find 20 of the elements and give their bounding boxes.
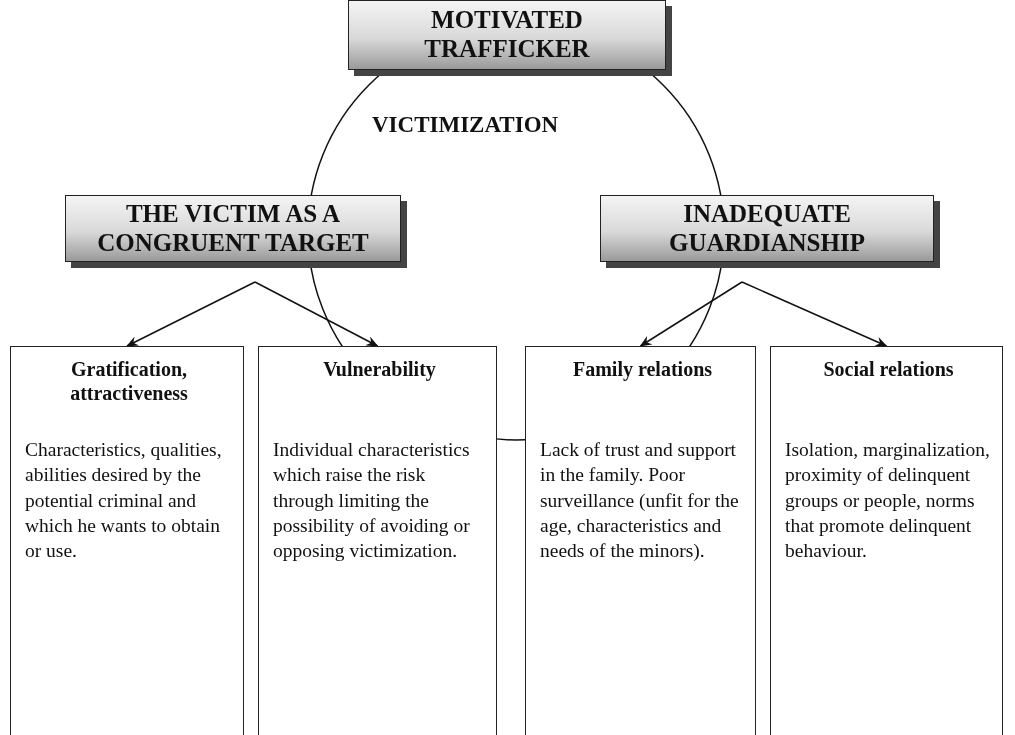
box-title: INADEQUATE GUARDIANSHIP bbox=[668, 199, 866, 258]
box-description: Isolation, marginalization, proximity of delinquent groups or people, norms that promote delinquent behaviour. bbox=[785, 438, 991, 564]
box-title: MOTIVATED TRAFFICKER bbox=[423, 6, 591, 64]
factor-box bbox=[525, 346, 756, 735]
center-label: VICTIMIZATION bbox=[372, 112, 559, 138]
factor-box bbox=[10, 346, 244, 735]
box-description: Individual characteristics which raise the risk through limiting the possibility of avoiding or opposing victimization. bbox=[273, 438, 471, 564]
factor-box bbox=[258, 346, 497, 735]
arrow bbox=[741, 281, 888, 347]
factor-box bbox=[770, 346, 1003, 735]
box-heading: Family relations bbox=[571, 357, 714, 383]
box-heading: Social relations bbox=[822, 357, 955, 382]
box-description: Characteristics, qualities, abilities desired by the potential criminal and which he wants to obtain or use. bbox=[25, 438, 223, 564]
box-heading: Vulnerability bbox=[322, 357, 437, 383]
arrow bbox=[639, 281, 743, 347]
arrow bbox=[126, 281, 256, 347]
box-title: THE VICTIM AS A CONGRUENT TARGET bbox=[96, 199, 370, 258]
arrow bbox=[254, 281, 379, 347]
box-heading: Gratification, attractiveness bbox=[69, 357, 189, 406]
box-description: Lack of trust and support in the family. Poor surveillance (unfit for the age, characteristics and needs of the minors). bbox=[540, 438, 740, 564]
